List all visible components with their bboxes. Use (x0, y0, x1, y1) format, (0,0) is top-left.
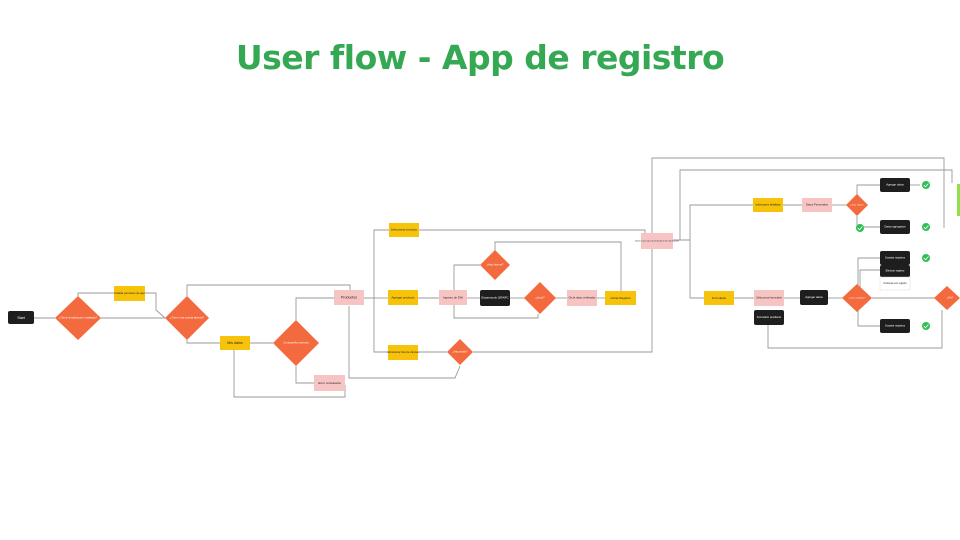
continuar-registro-box: Continuar con registro (879, 276, 911, 291)
offscreen-node-accent (957, 184, 960, 216)
svg-text:Eliminar registro: Eliminar registro (886, 269, 905, 273)
datos-personales-box: Datos Personales (802, 198, 832, 212)
svg-text:Start: Start (17, 316, 25, 320)
seleccionar-tipo-box: Seleccionar tipo de formulario de inform… (635, 233, 680, 249)
decision-fin: ¿Fin? (934, 286, 960, 310)
agregar-datos-top-box: Agregar datos (880, 178, 910, 192)
connectors (34, 157, 953, 398)
svg-text:Continuar con registro: Continuar con registro (883, 282, 907, 285)
svg-text:Formulario pendiente: Formulario pendiente (757, 315, 782, 319)
install-permissions-box: Instalar permisos de app (114, 286, 145, 301)
agregar-producto-box: Agregar producto (388, 290, 418, 305)
svg-text:Contraseña correcta: Contraseña correcta (283, 341, 309, 345)
error-password-box: Error contraseña (314, 375, 345, 391)
decision-listo: ¿Listo? (524, 282, 556, 314)
datos-agregados-box: Datos agregados (880, 220, 910, 234)
svg-text:Ok de datos verificados: Ok de datos verificados (568, 296, 596, 300)
eliminar-registro-box: Eliminar registro (880, 265, 910, 277)
decision-todo-valido: ¿Todo válido? (846, 194, 868, 216)
decision-password: Contraseña correcta (273, 320, 319, 366)
svg-text:Agregar datos: Agregar datos (805, 295, 823, 299)
check-icon (922, 254, 930, 262)
formulario-pendiente-box: Formulario pendiente (754, 310, 784, 325)
decision-has-account: ¿Tiene una cuenta abierta? (165, 296, 209, 340)
start-node: Start (8, 311, 34, 324)
svg-text:Mis datos: Mis datos (227, 341, 243, 345)
seleccionar-formulario-box: Seleccionar formulario (754, 290, 784, 306)
svg-text:¿Hay pedido?: ¿Hay pedido? (453, 351, 469, 354)
svg-text:Iniciar Registro: Iniciar Registro (610, 296, 630, 300)
formulario-box: Formulario (704, 291, 734, 305)
page-title: User flow - App de registro (235, 38, 725, 77)
iniciar-registro-box: Iniciar Registro (605, 291, 636, 305)
svg-text:¿Todo válido?: ¿Todo válido? (850, 205, 864, 207)
svg-text:¿Fin?: ¿Fin? (947, 297, 954, 300)
svg-text:¿Hay internet?: ¿Hay internet? (486, 263, 504, 267)
svg-text:Escaneando QR/NFC: Escaneando QR/NFC (481, 296, 508, 300)
svg-text:Datos agregados: Datos agregados (884, 225, 906, 229)
check-icon (922, 223, 930, 231)
svg-text:¿Listo?: ¿Listo? (535, 296, 545, 300)
guardar-registros-2-box: Guardar registros (880, 319, 910, 333)
ok-datos-box: Ok de datos verificados (567, 290, 597, 306)
svg-text:Seleccionar producto: Seleccionar producto (391, 228, 418, 232)
agregar-datos-box: Agregar datos (800, 290, 828, 305)
svg-text:¿Listo completo?: ¿Listo completo? (849, 297, 866, 300)
seleccionar-producto-box: Seleccionar producto (389, 223, 419, 237)
decision-hay-pedido: ¿Hay pedido? (447, 339, 473, 365)
svg-text:Productos: Productos (341, 295, 357, 299)
svg-text:Guardar registros: Guardar registros (885, 324, 906, 328)
check-icon (922, 181, 930, 189)
svg-text:¿Tiene una cuenta abierta?: ¿Tiene una cuenta abierta? (170, 316, 205, 320)
svg-text:Guardar registros: Guardar registros (885, 256, 906, 260)
ingreso-dni-box: Ingreso de DNI (439, 290, 467, 305)
check-icon (922, 322, 930, 330)
decision-app-installed: ¿Tiene la aplicación instalada? (55, 296, 101, 340)
informacion-box: Información detallada (753, 198, 783, 212)
svg-text:¿Tiene la aplicación instalada: ¿Tiene la aplicación instalada? (59, 316, 98, 320)
administrar-lista-box: Administrar lista de clientes (387, 345, 419, 360)
svg-text:Seleccionar formulario: Seleccionar formulario (756, 296, 782, 300)
svg-text:Agregar producto: Agregar producto (391, 295, 415, 299)
escaneando-box: Escaneando QR/NFC (480, 290, 510, 306)
mis-datos-box: Mis datos (220, 336, 250, 350)
svg-text:Ingreso de DNI: Ingreso de DNI (443, 295, 463, 299)
svg-text:Seleccionar tipo de formulario: Seleccionar tipo de formulario de inform… (635, 240, 680, 243)
check-icon (856, 224, 864, 232)
svg-text:Error contraseña: Error contraseña (318, 381, 341, 385)
svg-text:Instalar permisos de app: Instalar permisos de app (114, 291, 145, 295)
svg-text:Administrar lista de clientes: Administrar lista de clientes (387, 350, 419, 354)
svg-text:Agregar datos: Agregar datos (886, 183, 904, 187)
svg-text:Formulario: Formulario (712, 296, 727, 300)
decision-listo-completo: ¿Listo completo? (842, 284, 872, 312)
guardar-registros-1-box: Guardar registros (880, 251, 910, 265)
productos-box: Productos (334, 290, 364, 305)
svg-text:Información detallada: Información detallada (756, 203, 781, 207)
svg-text:Datos Personales: Datos Personales (806, 203, 829, 207)
decision-hay-internet: ¿Hay internet? (480, 250, 510, 280)
